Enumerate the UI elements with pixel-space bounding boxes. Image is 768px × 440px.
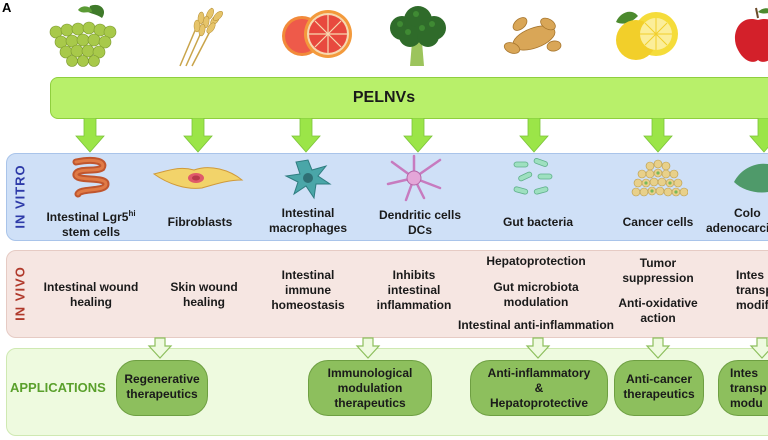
in-vitro-item-5: Gut bacteria: [502, 215, 574, 229]
hollow-arrow-down-icon: [147, 337, 173, 359]
cancer-cells-icon: [631, 159, 688, 197]
wheat-icon: [179, 7, 223, 67]
grapefruit-icon: [282, 10, 352, 58]
hollow-arrow-down-icon: [355, 337, 381, 359]
adenocarcinoma-cell-icon: [734, 163, 768, 193]
banner-arrows: [75, 118, 768, 153]
fibroblast-icon: [152, 167, 244, 189]
in-vivo-item-7: Intestranspmodifi: [736, 268, 768, 312]
gut-bacteria-icon: [513, 158, 553, 195]
dendritic-cell-icon: [386, 154, 442, 202]
ginger-icon: [503, 17, 562, 54]
applications-label: APPLICATIONS: [10, 380, 106, 395]
in-vitro-label: IN VITRO: [12, 164, 28, 229]
in-vitro-item-2: Fibroblasts: [167, 215, 233, 229]
arrow-down-icon: [749, 118, 768, 153]
in-vivo-label: IN VIVO: [12, 266, 28, 321]
arrow-down-icon: [291, 118, 321, 153]
arrow-down-icon: [403, 118, 433, 153]
application-pill-1: [116, 360, 208, 416]
in-vivo-band: [6, 250, 768, 338]
application-3-label: Anti-inflammatory&Hepatoprotective: [487, 366, 591, 410]
arrow-down-icon: [643, 118, 673, 153]
panel-letter: A: [2, 0, 12, 15]
application-pill-2: [308, 360, 432, 416]
lemon-icon: [616, 11, 678, 60]
hollow-arrow-down-icon: [749, 337, 768, 359]
arrow-down-icon: [75, 118, 105, 153]
hollow-arrow-down-icon: [525, 337, 551, 359]
arrow-down-icon: [519, 118, 549, 153]
broccoli-icon: [390, 6, 446, 66]
apple-icon: [734, 7, 768, 62]
in-vitro-item-6: Cancer cells: [622, 215, 694, 229]
application-pill-4: [614, 360, 704, 416]
in-vivo-item-5a: Hepatoprotection: [486, 254, 586, 268]
in-vivo-item-5c: Intestinal anti-inflammation: [457, 318, 614, 332]
pelnvs-label: PELNVs: [352, 89, 416, 106]
arrow-down-icon: [183, 118, 213, 153]
intestine-icon: [72, 156, 110, 198]
application-arrows: [147, 337, 768, 359]
macrophage-icon: [284, 159, 332, 200]
application-pill-3: [470, 360, 608, 416]
in-vitro-band: [6, 153, 768, 241]
hollow-arrow-down-icon: [645, 337, 671, 359]
application-pill-5: [718, 360, 768, 416]
grapes-icon: [49, 4, 117, 67]
pelnvs-banner: [50, 77, 768, 119]
